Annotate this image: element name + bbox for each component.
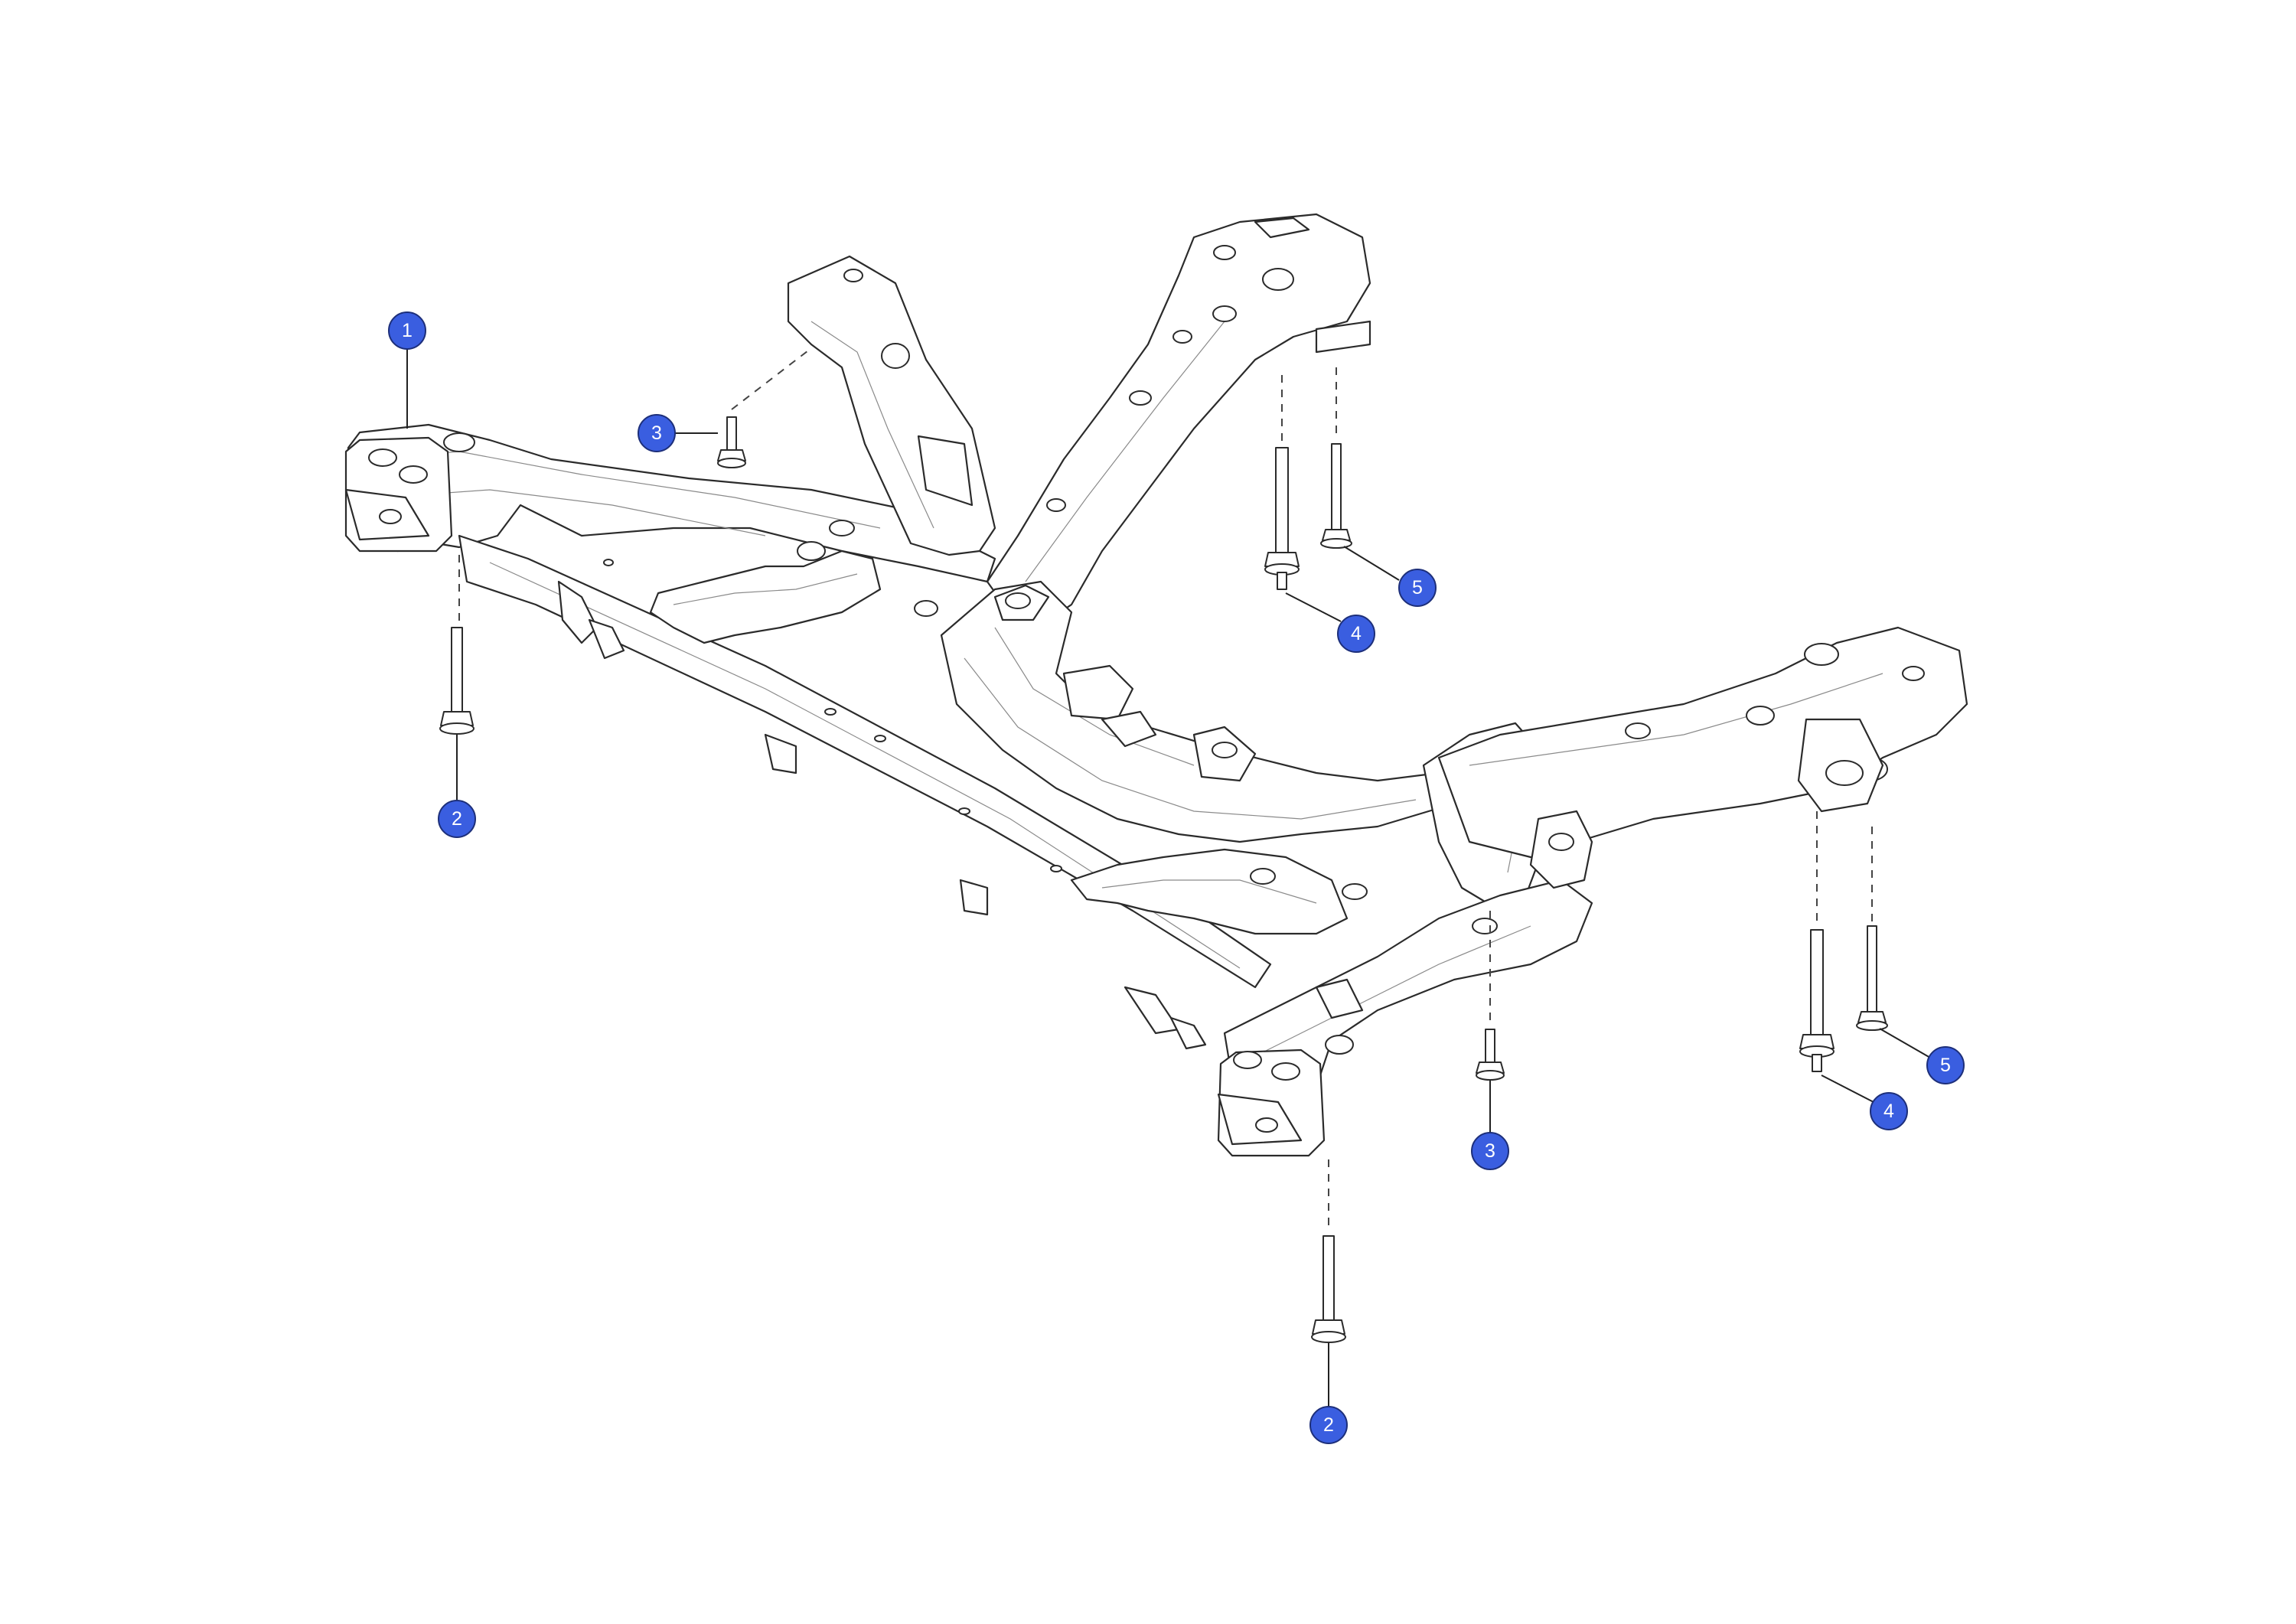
callout-1-label: 1	[402, 320, 413, 341]
callout-5-lower: 5	[1926, 1046, 1965, 1084]
leader-lines	[406, 348, 1931, 1407]
bolt-5-lower	[1856, 925, 1888, 1031]
callout-4-upper: 4	[1337, 615, 1375, 653]
left-rack-bracket	[651, 551, 880, 643]
right-rear-rail-upper	[987, 214, 1370, 635]
bolt-3-right	[1476, 1029, 1505, 1081]
callout-4-lower: 4	[1870, 1092, 1908, 1130]
callout-1: 1	[388, 311, 426, 350]
callout-2-left-label: 2	[452, 808, 462, 830]
bolt-2-bottom	[1311, 1235, 1346, 1343]
right-rear-rail-lower	[1439, 628, 1967, 857]
bolt-4-upper	[1264, 447, 1300, 590]
bolt-4-lower	[1799, 929, 1835, 1072]
front-subframe	[346, 214, 1967, 1156]
callout-2-bottom: 2	[1309, 1406, 1348, 1444]
callout-5-upper-label: 5	[1412, 577, 1423, 598]
front-crossmember	[459, 536, 1270, 987]
callout-5-upper: 5	[1398, 569, 1437, 607]
callout-5-lower-label: 5	[1940, 1055, 1951, 1076]
callouts: 1 2 2 3 3 4 4 5	[388, 311, 1965, 1444]
callout-4-upper-label: 4	[1351, 623, 1362, 644]
bolt-5-upper	[1320, 443, 1352, 549]
callout-2-bottom-label: 2	[1323, 1414, 1334, 1436]
right-rack-bracket	[1071, 850, 1347, 934]
callout-3-left-label: 3	[651, 422, 662, 444]
callout-2-left: 2	[438, 800, 476, 838]
callout-3-right-label: 3	[1485, 1140, 1495, 1162]
bolt-2-left	[439, 627, 475, 735]
callout-3-left: 3	[638, 414, 676, 452]
callout-4-lower-label: 4	[1883, 1101, 1894, 1122]
bolt-3-left	[717, 416, 746, 468]
fasteners	[439, 416, 1888, 1343]
callout-3-right: 3	[1471, 1132, 1509, 1170]
alignment-lines	[458, 347, 1873, 1232]
